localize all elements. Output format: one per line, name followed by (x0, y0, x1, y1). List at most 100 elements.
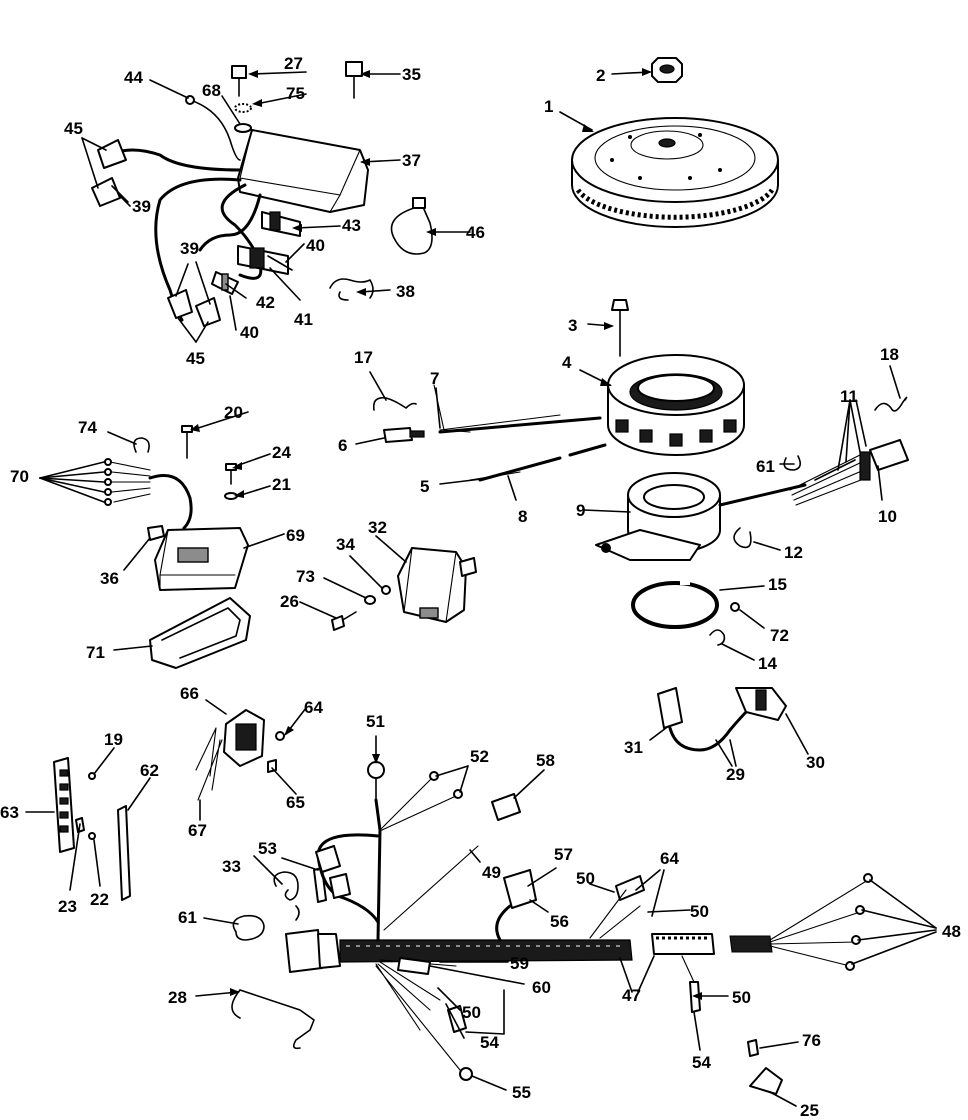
callout-17: 17 (354, 348, 373, 367)
callout-50c: 50 (732, 988, 751, 1007)
power-pack-wires (91, 95, 301, 327)
callout-24: 24 (272, 443, 291, 462)
callout-68: 68 (202, 81, 221, 100)
callout-43: 43 (342, 216, 361, 235)
callout-37: 37 (402, 151, 421, 170)
callout-31: 31 (624, 738, 643, 757)
callout-74: 74 (78, 418, 97, 437)
callout-8: 8 (518, 507, 527, 526)
callout-38: 38 (396, 282, 415, 301)
callout-42: 42 (256, 293, 275, 312)
callout-12: 12 (784, 543, 803, 562)
callout-65: 65 (286, 793, 305, 812)
callout-28: 28 (168, 988, 187, 1007)
clip-74 (133, 437, 150, 453)
callout-40a: 40 (306, 236, 325, 255)
callout-39a: 39 (132, 197, 151, 216)
callout-7: 7 (430, 369, 439, 388)
callout-4: 4 (562, 353, 572, 372)
callout-59: 59 (510, 954, 529, 973)
callout-50a: 50 (576, 869, 595, 888)
callout-40b: 40 (240, 323, 259, 342)
bracket-28 (231, 989, 315, 1050)
callout-69: 69 (286, 526, 305, 545)
callout-54b: 54 (692, 1053, 711, 1072)
callout-3: 3 (568, 316, 577, 335)
callout-33: 33 (222, 857, 241, 876)
callout-70: 70 (10, 467, 29, 486)
callout-45b: 45 (186, 349, 205, 368)
gasket-71 (149, 597, 251, 669)
callout-61a: 61 (756, 457, 775, 476)
clip-18 (874, 396, 908, 412)
callout-55: 55 (512, 1083, 531, 1102)
callout-53: 53 (258, 839, 277, 858)
wire-53 (313, 867, 327, 903)
clip-12 (733, 527, 752, 549)
callout-36: 36 (100, 569, 119, 588)
callout-61b: 61 (178, 908, 197, 927)
callout-51: 51 (366, 712, 385, 731)
clip-33 (273, 871, 300, 921)
bolts-top (231, 61, 363, 133)
callout-20: 20 (224, 403, 243, 422)
callout-58: 58 (536, 751, 555, 770)
callout-30: 30 (806, 753, 825, 772)
small-hardware (181, 425, 391, 631)
callout-67: 67 (188, 821, 207, 840)
callout-76: 76 (802, 1031, 821, 1050)
callout-26: 26 (280, 592, 299, 611)
callout-54a: 54 (480, 1033, 499, 1052)
callout-46: 46 (466, 223, 485, 242)
spark-plug-leads (657, 687, 787, 752)
screw-72 (730, 602, 740, 612)
stator (607, 354, 745, 456)
stator-screw (611, 299, 629, 357)
callout-6: 6 (338, 436, 347, 455)
callout-19: 19 (104, 730, 123, 749)
callout-60: 60 (532, 978, 551, 997)
callout-10: 10 (878, 507, 897, 526)
rectifier-module (104, 458, 249, 591)
terminal-strip (53, 757, 131, 901)
leader-lines (25, 68, 937, 1107)
callout-18: 18 (880, 345, 899, 364)
timer-base (595, 472, 807, 561)
callout-75: 75 (286, 84, 305, 103)
callout-34: 34 (336, 535, 355, 554)
harness-connector-10 (789, 439, 909, 506)
callout-50b: 50 (690, 902, 709, 921)
clamp-25 (749, 1067, 783, 1095)
clamp-46 (390, 199, 433, 255)
callout-25: 25 (800, 1101, 819, 1120)
clip-38 (329, 278, 374, 301)
callout-71: 71 (86, 643, 105, 662)
clip-14 (709, 629, 726, 646)
clip-61 (783, 455, 802, 471)
callout-64a: 64 (304, 698, 323, 717)
callout-29: 29 (726, 765, 745, 784)
callout-50d: 50 (462, 1003, 481, 1022)
callout-22: 22 (90, 890, 109, 909)
callout-15: 15 (768, 575, 787, 594)
callout-27: 27 (284, 54, 303, 73)
callout-32: 32 (368, 518, 387, 537)
callout-63: 63 (0, 803, 19, 822)
callout-72: 72 (770, 626, 789, 645)
callout-11: 11 (840, 387, 858, 406)
starter-relay (195, 709, 285, 801)
retaining-ring (631, 579, 719, 629)
clamp-46-screw (412, 197, 426, 209)
callout-2: 2 (596, 66, 605, 85)
callout-66: 66 (180, 684, 199, 703)
callout-45a: 45 (64, 119, 83, 138)
callout-64b: 64 (660, 849, 679, 868)
flywheel (571, 117, 779, 228)
ignition-coil (397, 547, 477, 623)
callout-9: 9 (576, 501, 585, 520)
power-pack (237, 129, 369, 213)
callout-35: 35 (402, 65, 421, 84)
callout-44: 44 (124, 68, 143, 87)
callout-47: 47 (622, 986, 641, 1005)
callout-39b: 39 (180, 239, 199, 258)
